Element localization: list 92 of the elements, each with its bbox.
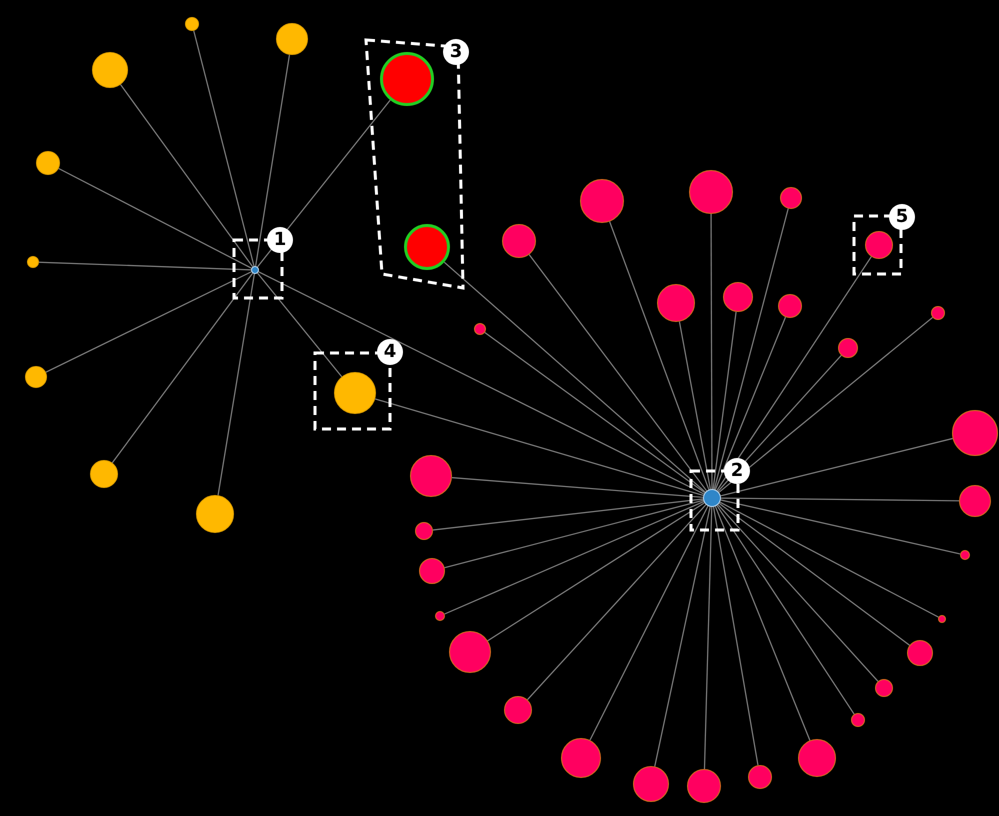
node-circle [435,611,445,621]
connector-line [718,316,933,493]
connector-line [720,499,960,554]
connector-line [38,262,252,270]
connector-line [258,271,704,495]
node-circle [27,256,39,268]
node-circle [931,306,945,320]
connector-line [589,506,708,740]
node-circle [276,23,308,55]
connector-line [712,312,737,490]
connector-line [720,502,939,618]
node-circle [196,495,234,533]
connector-line [609,221,710,490]
node-circle [798,739,836,777]
connector-line [528,254,708,492]
connector-line [112,272,254,464]
node-circle [185,17,199,31]
node-circle [960,550,970,560]
callout-number: 1 [267,227,293,253]
node-circle [959,485,991,517]
connector-line [716,505,855,714]
node-circle [851,713,865,727]
connector-line [718,504,878,682]
node-circle [687,769,721,803]
node-circle [778,294,802,318]
node-circle [415,522,433,540]
connector-line [257,100,391,268]
connector-line [720,438,953,496]
connector-line [487,502,705,642]
node-circle [561,738,601,778]
connector-line [374,398,704,496]
connector-line [120,84,254,268]
node-circle [865,231,893,259]
connector-line [46,271,252,373]
connector-line [716,256,872,491]
node-circle [723,282,753,312]
connector-line [255,54,290,266]
highlight-frame [691,458,750,530]
connector-line [452,477,704,498]
connector-line [444,262,706,492]
node-circle [502,224,536,258]
connector-line [444,500,704,568]
callout-number: 5 [889,204,915,230]
connector-line [714,506,810,741]
connector-line [432,498,704,531]
connector-line [704,506,712,770]
node-circle [90,460,118,488]
node-circle [633,766,669,802]
node-circle [334,372,376,414]
connector-line [721,498,959,502]
highlight-frame [315,339,403,429]
connector-line [257,272,342,378]
highlight-frame [366,39,469,288]
node-circle [875,679,893,697]
connector-line [58,168,252,269]
hub-node [251,266,259,274]
callout-number: 4 [377,339,403,365]
node-circle [657,284,695,322]
node-circle [952,410,998,456]
node-circle [419,558,445,584]
node-circle [474,323,486,335]
callout-number: 3 [443,39,469,65]
highlight-frame [234,227,293,298]
callout-number: 2 [724,458,750,484]
node-circle [92,52,128,88]
connector-line [217,274,255,496]
node-circle [938,615,946,623]
node-circle [410,455,452,497]
connector-line [444,501,704,615]
highlighted-node [404,224,450,270]
node-circle [689,170,733,214]
connector-line [710,214,713,489]
connector-line [654,506,711,767]
node-circle [580,179,624,223]
node-circle [36,151,60,175]
node-circle [780,187,802,209]
connector-line [714,316,786,490]
connector-line [678,322,711,490]
node-circle [449,631,491,673]
node-circle [25,366,47,388]
highlighted-node [380,52,434,106]
highlight-frame [854,204,915,274]
connector-line [718,502,910,646]
node-circle [504,696,532,724]
node-circle [838,338,858,358]
node-circle [748,765,772,789]
node-circle [907,640,933,666]
connector-line [484,332,706,494]
connector-line [714,208,789,490]
connector-line [527,504,706,700]
connector-line [193,30,255,266]
connector-line [712,506,759,766]
